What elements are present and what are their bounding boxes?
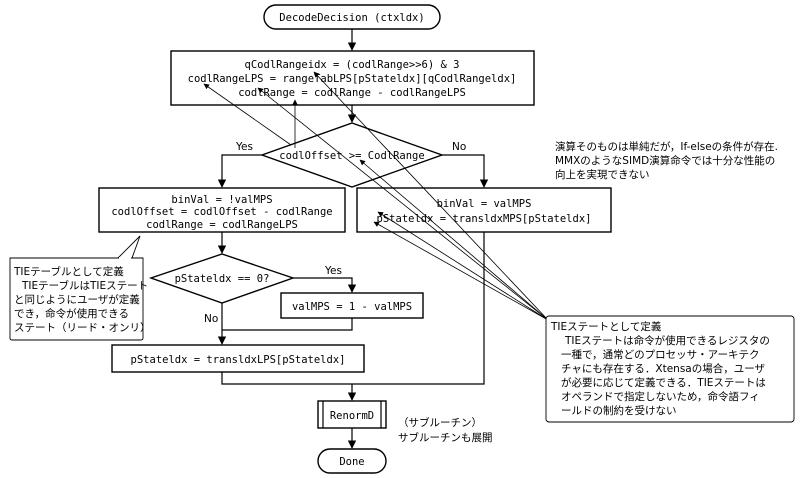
note-state-line-5: オペランドで指定しないため，命令語フィ — [561, 390, 760, 403]
note-state-line-6: ールドの制約を受けない — [561, 404, 677, 417]
decision2-label: pStateldx == 0? — [175, 273, 270, 285]
note-state-line-2: 一種で，通常どのプロセッサ・アーキテク — [561, 348, 759, 361]
box-right-line-1: binVal = valMPS — [437, 198, 532, 210]
yes-label-1: Yes — [235, 141, 253, 153]
note-top-line-1: 演算そのものは単純だが，If-elseの条件が存在. — [555, 140, 778, 153]
process-box-lps-transition: pStateldx = transldxLPS[pStateldx] — [111, 344, 365, 373]
no-label-2: No — [204, 313, 218, 325]
flow-connectors — [217, 29, 489, 449]
note-subroutine: （サブルーチン） サブルーチンも展開 — [398, 416, 493, 444]
decision-pstate-zero: pStateldx == 0? — [148, 253, 296, 304]
callout-tie-table: TIEテーブルとして定義 TIEテーブルはTIEステート と同じようにユーザが定… — [9, 235, 151, 341]
renorm-label: RenormD — [330, 410, 374, 422]
box1-line-2: codlRangeLPS = rangeTabLPS[pStateldx][qC… — [188, 73, 517, 85]
note-table-line-2: と同じようにユーザが定義 — [14, 293, 140, 306]
box-valmps-label: valMPS = 1 - valMPS — [292, 301, 412, 313]
subroutine-renormd: RenormD — [317, 400, 387, 429]
note-table-line-1: TIEテーブルはTIEステート — [21, 279, 148, 292]
process-box-range-calc: qCodlRangeidx = (codlRange>>6) & 3 codlR… — [170, 50, 535, 106]
note-state-title: TIEステートとして定義 — [550, 320, 662, 333]
yes-label-2: Yes — [324, 265, 342, 277]
note-state-line-1: TIEステートは命令が使用できるレジスタの — [564, 334, 770, 347]
done-label: Done — [339, 456, 364, 468]
note-sub-line-1: （サブルーチン） — [398, 416, 482, 429]
note-state-line-3: チャにも存在する．Xtensaの場合，ユーザ — [561, 362, 766, 375]
note-top-line-3: 向上を実現できない — [555, 168, 650, 181]
note-simd-limitation: 演算そのものは単純だが，If-elseの条件が存在. MMXのようなSIMD演算… — [555, 140, 778, 181]
process-box-mps-path: binVal = valMPS pStateldx = transldxMPS[… — [356, 187, 612, 233]
decision1-label: codlOffset >= CodlRange — [279, 150, 424, 162]
box1-line-1: qCodlRangeidx = (codlRange>>6) & 3 — [245, 59, 460, 71]
no-label-1: No — [452, 141, 466, 153]
note-table-title: TIEテーブルとして定義 — [13, 265, 124, 278]
note-state-line-4: が必要に応じて定義できる．TIEステートは — [561, 376, 766, 389]
note-sub-line-2: サブルーチンも展開 — [398, 431, 493, 444]
annotation-lines — [203, 71, 549, 321]
note-table-line-4: ステート（リード・オンリ） — [14, 322, 151, 334]
callout-tie-state: TIEステートとして定義 TIEステートは命令が使用できるレジスタの 一種で，通… — [545, 315, 795, 423]
note-table-line-3: でき，命令が使用できる — [14, 307, 129, 320]
box-lps-label: pStateldx = transldxLPS[pStateldx] — [131, 354, 346, 366]
process-box-toggle-valmps: valMPS = 1 - valMPS — [280, 292, 424, 319]
box-left-line-2: codlOffset = codlOffset - codlRange — [111, 206, 332, 218]
done-terminal: Done — [317, 448, 387, 474]
note-top-line-2: MMXのようなSIMD演算命令では十分な性能の — [555, 154, 775, 167]
box-right-line-2: pStateldx = transldxMPS[pStateldx] — [377, 213, 592, 225]
start-label: DecodeDecision (ctxldx) — [279, 12, 424, 24]
box-left-line-3: codlRange = codlRangeLPS — [146, 219, 298, 231]
box-left-line-1: binVal = !valMPS — [171, 194, 272, 206]
box1-line-3: codlRange = codlRange - codlRangeLPS — [238, 87, 466, 99]
start-terminal: DecodeDecision (ctxldx) — [263, 4, 441, 30]
decision-offset-compare: codlOffset >= CodlRange — [259, 122, 445, 188]
process-box-lps-path: binVal = !valMPS codlOffset = codlOffset… — [98, 187, 346, 233]
